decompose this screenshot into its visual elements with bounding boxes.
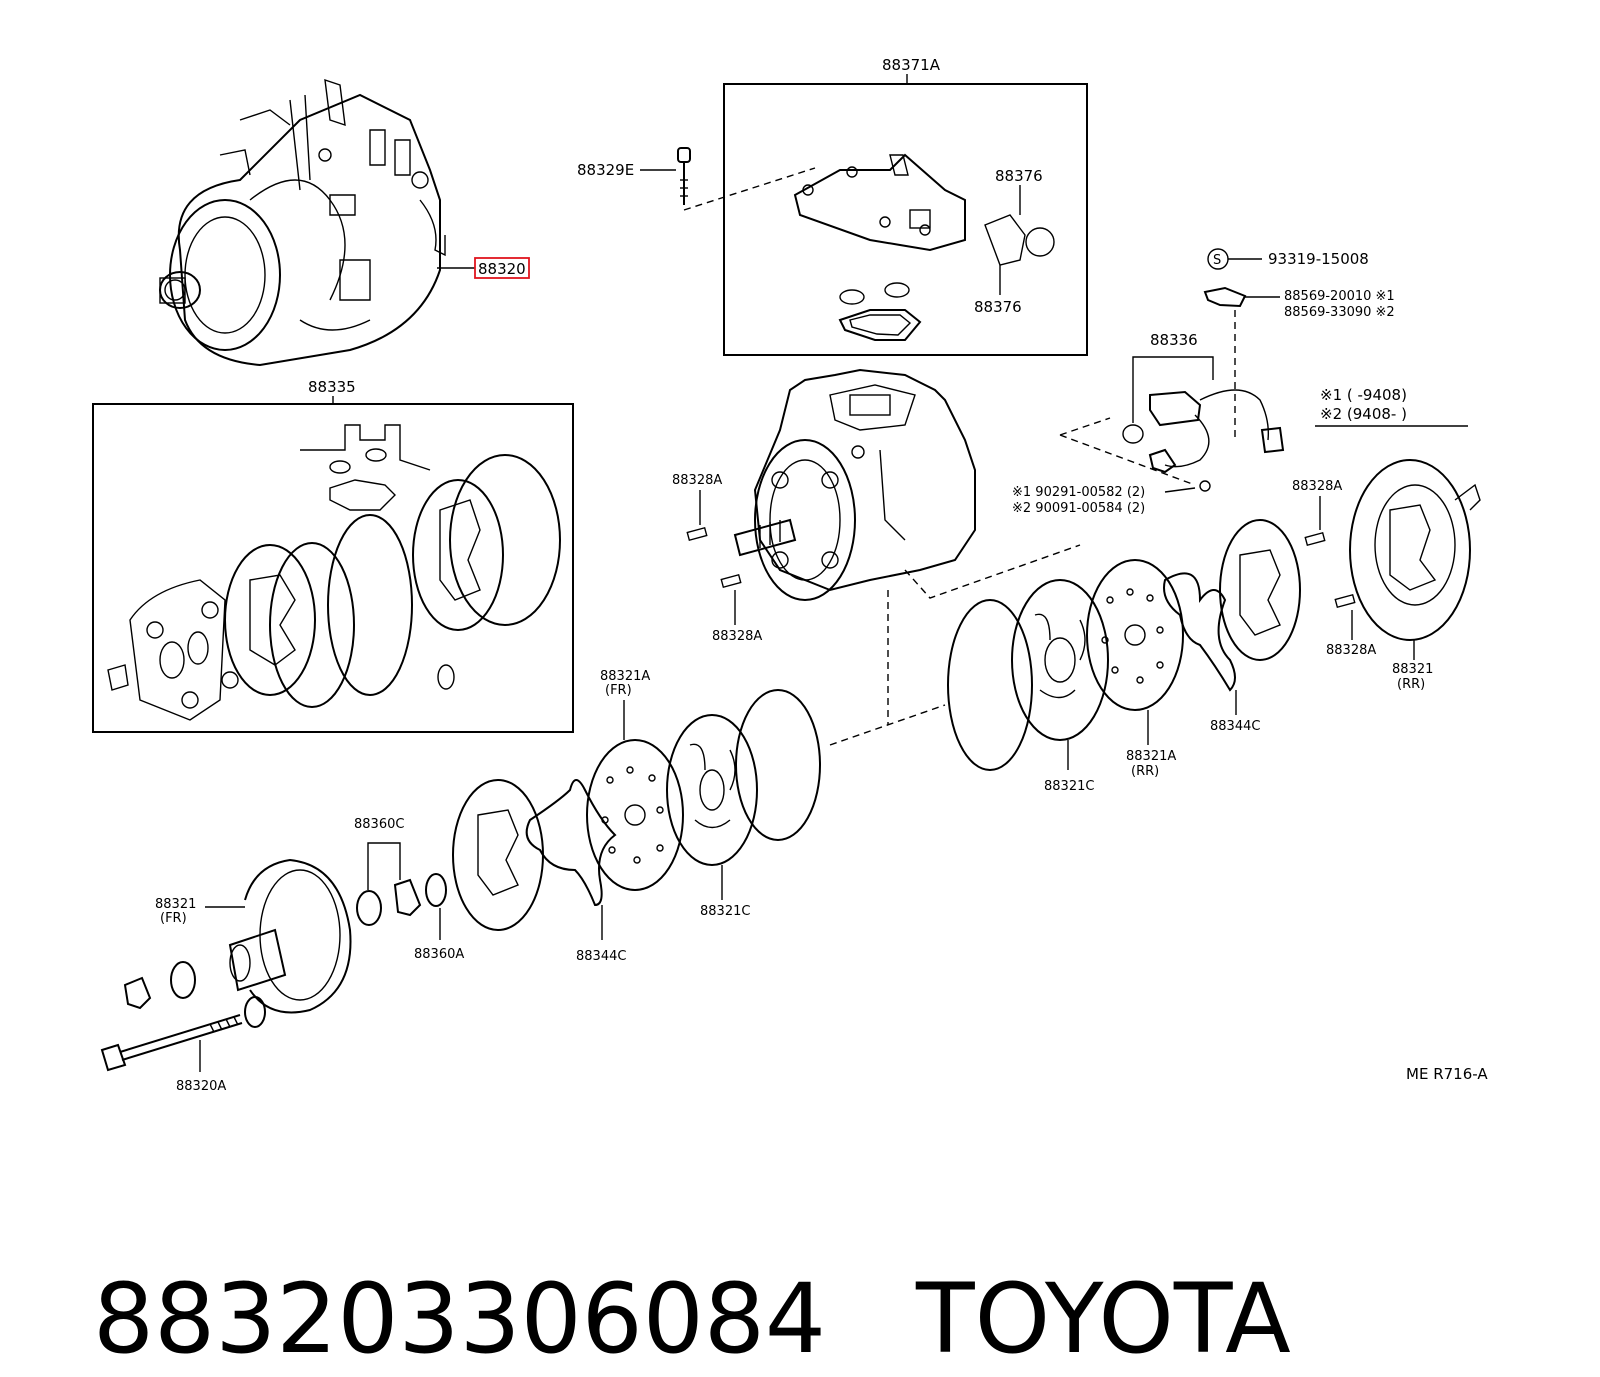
compressor-body [733, 368, 1081, 725]
svg-text:88321A: 88321A [600, 669, 650, 684]
bolts-90291-90091: ※1 90291-00582 (2) ※2 90091-00584 (2) [1012, 485, 1196, 516]
plate-88321A-fr: 88321A (FR) [586, 669, 684, 891]
pins-88328A: 88328A 88328A 88328A 88328A [672, 473, 1376, 658]
svg-text:※2 (9408- ): ※2 (9408- ) [1320, 405, 1407, 423]
gasket-88344C-right: 88344C [1163, 519, 1301, 734]
svg-text:88328A: 88328A [1326, 643, 1376, 658]
oring-large-lower [735, 689, 946, 841]
caption-part-number: 883203306084 [93, 1263, 826, 1375]
svg-text:(FR): (FR) [160, 911, 187, 926]
bolt-88320A: 88320A [100, 1014, 243, 1094]
caption-brand: TOYOTA [915, 1263, 1291, 1375]
label-93319-15008: S 93319-15008 [1207, 248, 1369, 270]
svg-text:88321: 88321 [1392, 662, 1433, 677]
svg-text:88321C: 88321C [1044, 779, 1094, 794]
svg-text:88376: 88376 [974, 298, 1022, 316]
svg-text:88329E: 88329E [577, 161, 634, 179]
seal-kit-88335-box: 88335 [92, 378, 574, 733]
valve-kit-88371A-box: 88371A 88376 88376 [723, 56, 1088, 356]
svg-text:88360A: 88360A [414, 947, 464, 962]
label-88320-highlighted[interactable]: 88320 [437, 257, 530, 279]
svg-text:88328A: 88328A [1292, 479, 1342, 494]
svg-text:88328A: 88328A [712, 629, 762, 644]
harness-88336: 88336 [1059, 331, 1285, 492]
compressor-assembly-illustration [159, 78, 446, 367]
gasket-88344C-left: 88344C [452, 779, 626, 964]
svg-text:88328A: 88328A [672, 473, 722, 488]
svg-text:88344C: 88344C [1210, 719, 1260, 734]
applicability-notes: ※1 ( -9408) ※2 (9408- ) [1315, 386, 1468, 427]
seals-88360: 88360C 88360A [354, 817, 464, 962]
svg-text:88321A: 88321A [1126, 749, 1176, 764]
plate-88321A-rr: 88321A (RR) [1086, 559, 1184, 779]
svg-text:88376: 88376 [995, 167, 1043, 185]
svg-text:※1 ( -9408): ※1 ( -9408) [1320, 386, 1407, 404]
svg-text:88569-33090 ※2: 88569-33090 ※2 [1284, 305, 1395, 320]
svg-text:88320: 88320 [478, 260, 526, 278]
svg-text:88371A: 88371A [882, 56, 941, 74]
rear-housing-88321-rr: 88321 (RR) [1349, 459, 1481, 692]
svg-text:(FR): (FR) [605, 683, 632, 698]
svg-text:88335: 88335 [308, 378, 356, 396]
svg-text:93319-15008: 93319-15008 [1268, 250, 1369, 268]
diagram-reference-code: ME R716-A [1406, 1065, 1488, 1083]
svg-text:88336: 88336 [1150, 331, 1198, 349]
svg-text:(RR): (RR) [1397, 677, 1425, 692]
svg-text:88320A: 88320A [176, 1079, 226, 1094]
plate-88321C-right: 88321C [947, 579, 1109, 794]
front-housing-88321-fr: 88321 (FR) [123, 858, 352, 1028]
svg-text:88569-20010 ※1: 88569-20010 ※1 [1284, 289, 1395, 304]
svg-text:※2 90091-00584 (2): ※2 90091-00584 (2) [1012, 501, 1145, 516]
svg-text:88321C: 88321C [700, 904, 750, 919]
svg-text:88360C: 88360C [354, 817, 404, 832]
plate-88321C-left: 88321C [666, 714, 758, 919]
svg-text:(RR): (RR) [1131, 764, 1159, 779]
bolt-88329E: 88329E [577, 147, 816, 211]
sensor-88569: 88569-20010 ※1 88569-33090 ※2 [1203, 286, 1395, 440]
svg-text:88321: 88321 [155, 897, 196, 912]
svg-text:S: S [1213, 253, 1221, 268]
svg-text:※1 90291-00582 (2): ※1 90291-00582 (2) [1012, 485, 1145, 500]
svg-text:88344C: 88344C [576, 949, 626, 964]
